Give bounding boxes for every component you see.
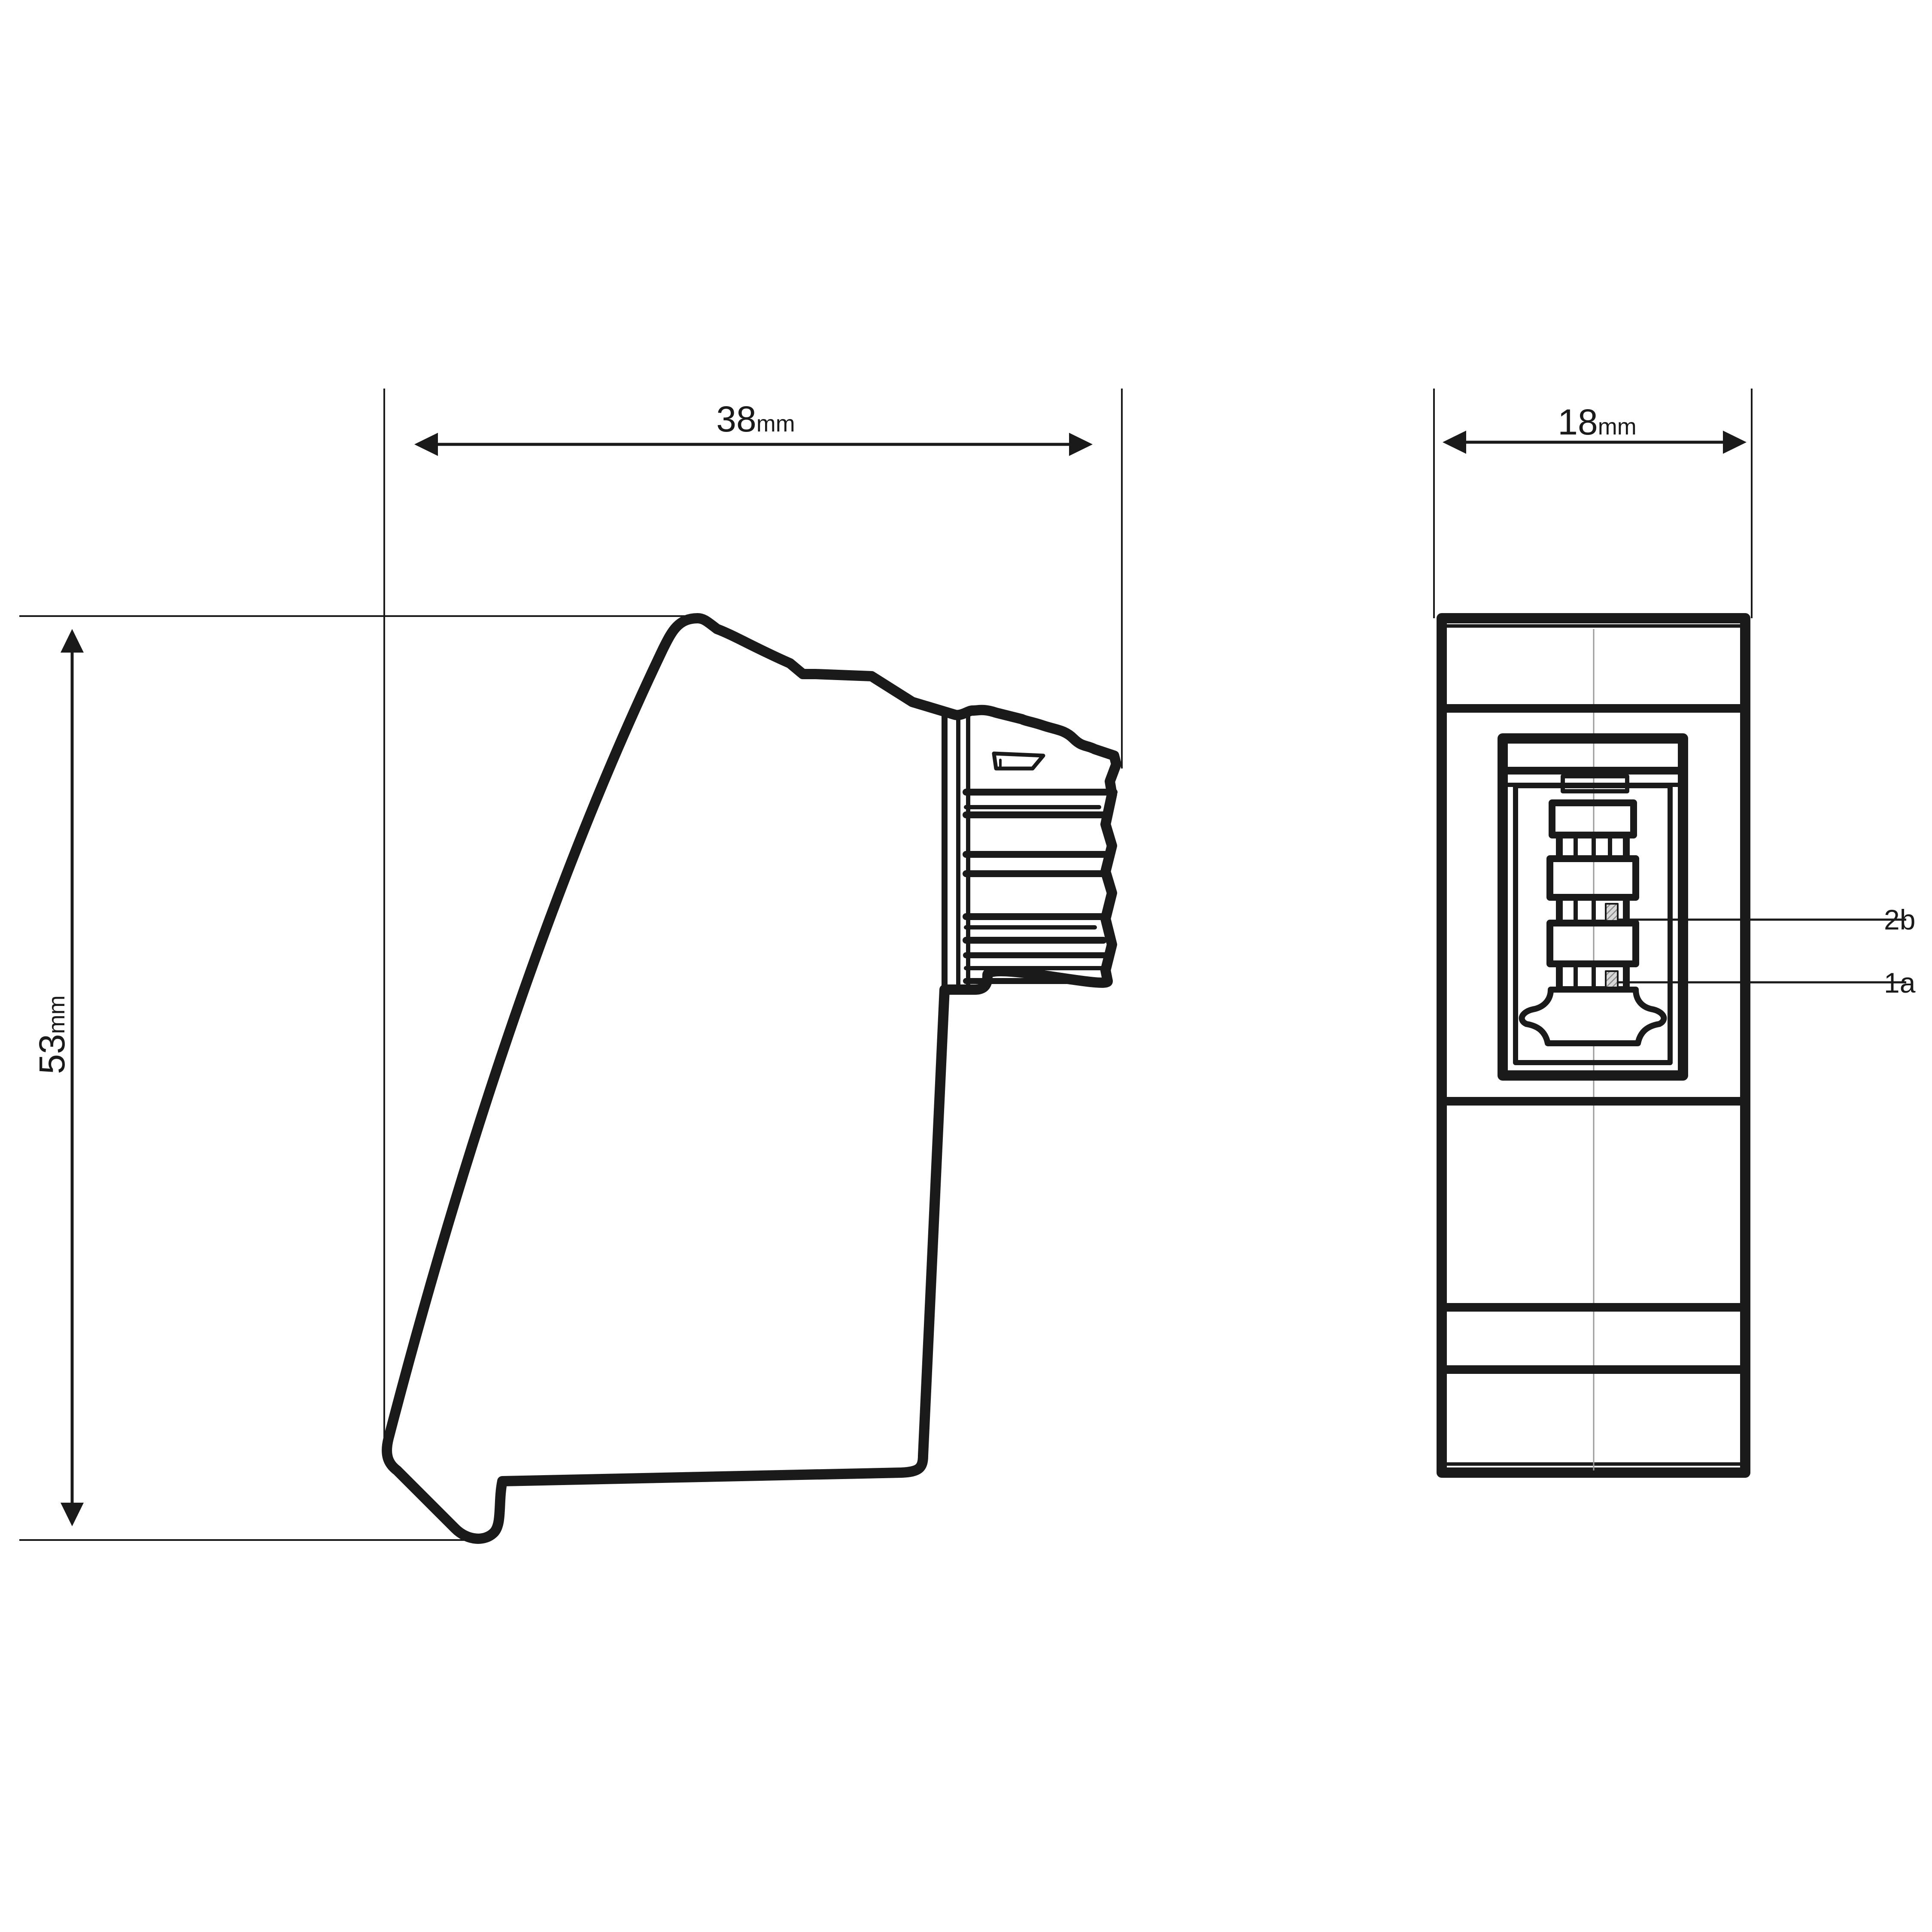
label-1a: 1a bbox=[1884, 967, 1916, 999]
label-2b: 2b bbox=[1884, 904, 1915, 936]
height-unit: mm bbox=[44, 995, 70, 1034]
side-extension-lines bbox=[19, 389, 1123, 1541]
depth-value: 38 bbox=[716, 399, 756, 439]
width-value: 18 bbox=[1558, 402, 1598, 442]
socket-top-tab bbox=[1561, 774, 1629, 793]
svg-text:18mm: 18mm bbox=[1558, 402, 1636, 442]
depth-unit: mm bbox=[756, 411, 795, 437]
dimension-height: 53mm bbox=[32, 629, 84, 1526]
terminal-callouts: 2b 1a bbox=[1619, 904, 1916, 999]
socket-frame-outer bbox=[1498, 733, 1688, 1081]
front-view bbox=[1437, 613, 1750, 1478]
dimension-width: 18mm bbox=[1443, 402, 1747, 454]
side-view-body-outline bbox=[382, 613, 1121, 1544]
socket-base-latch bbox=[1519, 987, 1667, 1046]
svg-text:38mm: 38mm bbox=[716, 399, 795, 439]
pin-2b bbox=[1605, 903, 1619, 922]
side-view bbox=[382, 613, 1121, 1544]
svg-text:53mm: 53mm bbox=[32, 995, 72, 1074]
dimension-depth: 38mm bbox=[414, 399, 1093, 456]
height-value: 53 bbox=[32, 1034, 72, 1074]
width-unit: mm bbox=[1598, 414, 1637, 440]
pin-1a bbox=[1605, 970, 1619, 989]
front-extension-lines bbox=[1433, 389, 1753, 618]
latch-detail bbox=[992, 751, 1045, 771]
